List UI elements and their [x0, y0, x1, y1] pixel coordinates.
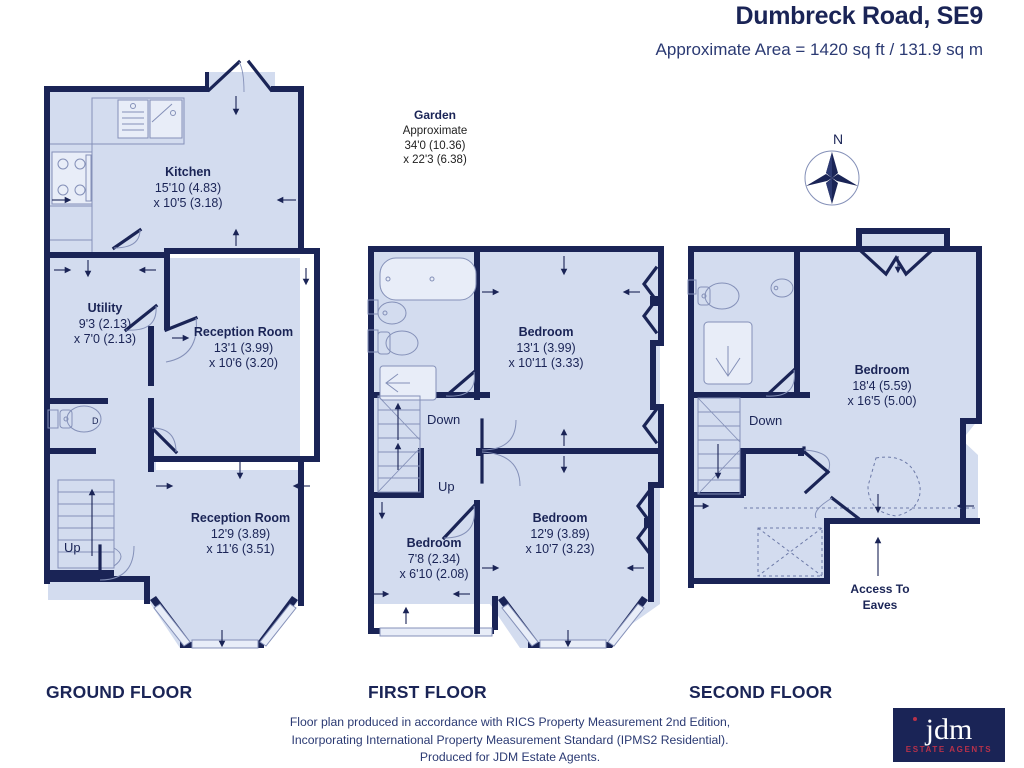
garden-annotation: Garden Approximate 34'0 (10.36) x 22'3 (… — [370, 108, 500, 168]
jdm-logo: jdm ESTATE AGENTS — [893, 708, 1005, 762]
room-dim-1: 13'1 (3.99) — [213, 340, 274, 355]
first-floor-plan — [367, 246, 664, 649]
room-label-bedroom-s1: Bedroom 18'4 (5.59) x 16'5 (5.00) — [822, 363, 942, 410]
disclaimer-line-3: Produced for JDM Estate Agents. — [419, 750, 601, 765]
ground-floor-plan: D — [44, 59, 320, 649]
logo-tagline: ESTATE AGENTS — [905, 744, 993, 754]
floor-title-first: FIRST FLOOR — [368, 682, 487, 702]
room-name: Reception Room — [190, 511, 291, 525]
room-dim-1: 7'8 (2.34) — [407, 551, 461, 566]
room-dim-2: x 6'10 (2.08) — [399, 567, 469, 582]
compass-north-label: N — [833, 131, 844, 147]
room-name: Bedroom — [532, 511, 588, 525]
stair-label-first-down: Down — [427, 412, 461, 427]
room-dim-2: x 11'6 (3.51) — [206, 542, 275, 557]
room-label-bedroom-f1: Bedroom 13'1 (3.99) x 10'11 (3.33) — [486, 325, 606, 372]
second-floor-plan — [687, 228, 982, 588]
room-name: Utility — [87, 301, 123, 315]
room-name: Bedroom — [518, 325, 574, 339]
page-title: Dumbreck Road, SE9 — [735, 2, 984, 30]
room-dim-1: 9'3 (2.13) — [78, 316, 132, 331]
logo-wordmark: jdm — [925, 713, 973, 747]
room-dim-2: x 10'11 (3.33) — [508, 356, 584, 371]
room-label-reception-2: Reception Room 12'9 (3.89) x 11'6 (3.51) — [173, 511, 308, 558]
eaves-line-1: Access To — [850, 582, 910, 596]
room-label-utility: Utility 9'3 (2.13) x 7'0 (2.13) — [55, 301, 155, 348]
stair-label-first-up: Up — [438, 479, 455, 494]
floor-title-second: SECOND FLOOR — [689, 682, 833, 702]
room-label-kitchen: Kitchen 15'10 (4.83) x 10'5 (3.18) — [128, 165, 248, 212]
room-dim-1: 12'9 (3.89) — [210, 526, 271, 541]
stair-label-ground-up: Up — [64, 540, 81, 555]
disclaimer: Floor plan produced in accordance with R… — [150, 714, 870, 767]
disclaimer-line-1: Floor plan produced in accordance with R… — [289, 715, 731, 729]
garden-approx: Approximate — [402, 124, 468, 137]
room-label-reception-1: Reception Room 13'1 (3.99) x 10'6 (3.20) — [176, 325, 311, 372]
room-label-bedroom-f2: Bedroom 12'9 (3.89) x 10'7 (3.23) — [500, 511, 620, 558]
room-dim-2: x 10'6 (3.20) — [208, 356, 279, 371]
eaves-line-2: Eaves — [862, 597, 898, 612]
room-dim-1: 15'10 (4.83) — [154, 180, 222, 195]
room-name: Kitchen — [165, 165, 211, 179]
first-stairs — [377, 395, 421, 493]
room-label-bedroom-f3: Bedroom 7'8 (2.34) x 6'10 (2.08) — [378, 536, 490, 583]
ground-stairs — [57, 479, 122, 569]
room-dim-1: 13'1 (3.99) — [516, 340, 576, 355]
room-dim-2: x 10'5 (3.18) — [153, 196, 223, 211]
area-summary: Approximate Area = 1420 sq ft / 131.9 sq… — [655, 40, 983, 59]
disclaimer-line-2: Incorporating International Property Mea… — [291, 732, 729, 747]
garden-dim-1: 34'0 (10.36) — [404, 139, 466, 152]
access-to-eaves-annotation: Access To Eaves — [820, 582, 940, 613]
floor-title-ground: GROUND FLOOR — [46, 682, 193, 702]
room-dim-2: x 7'0 (2.13) — [73, 332, 137, 347]
room-dim-2: x 10'7 (3.23) — [525, 542, 595, 557]
stair-label-second-down: Down — [749, 413, 783, 428]
garden-name: Garden — [413, 108, 456, 122]
room-name: Bedroom — [406, 536, 462, 550]
room-name: Bedroom — [854, 363, 910, 377]
garden-dim-2: x 22'3 (6.38) — [403, 154, 467, 167]
svg-text:D: D — [92, 416, 99, 426]
logo-dot-icon — [913, 717, 917, 721]
compass-rose — [804, 150, 860, 206]
room-dim-2: x 16'5 (5.00) — [847, 394, 917, 409]
room-dim-1: 12'9 (3.89) — [530, 526, 590, 541]
room-dim-1: 18'4 (5.59) — [852, 378, 912, 393]
second-stairs — [697, 397, 741, 495]
room-name: Reception Room — [193, 325, 294, 339]
